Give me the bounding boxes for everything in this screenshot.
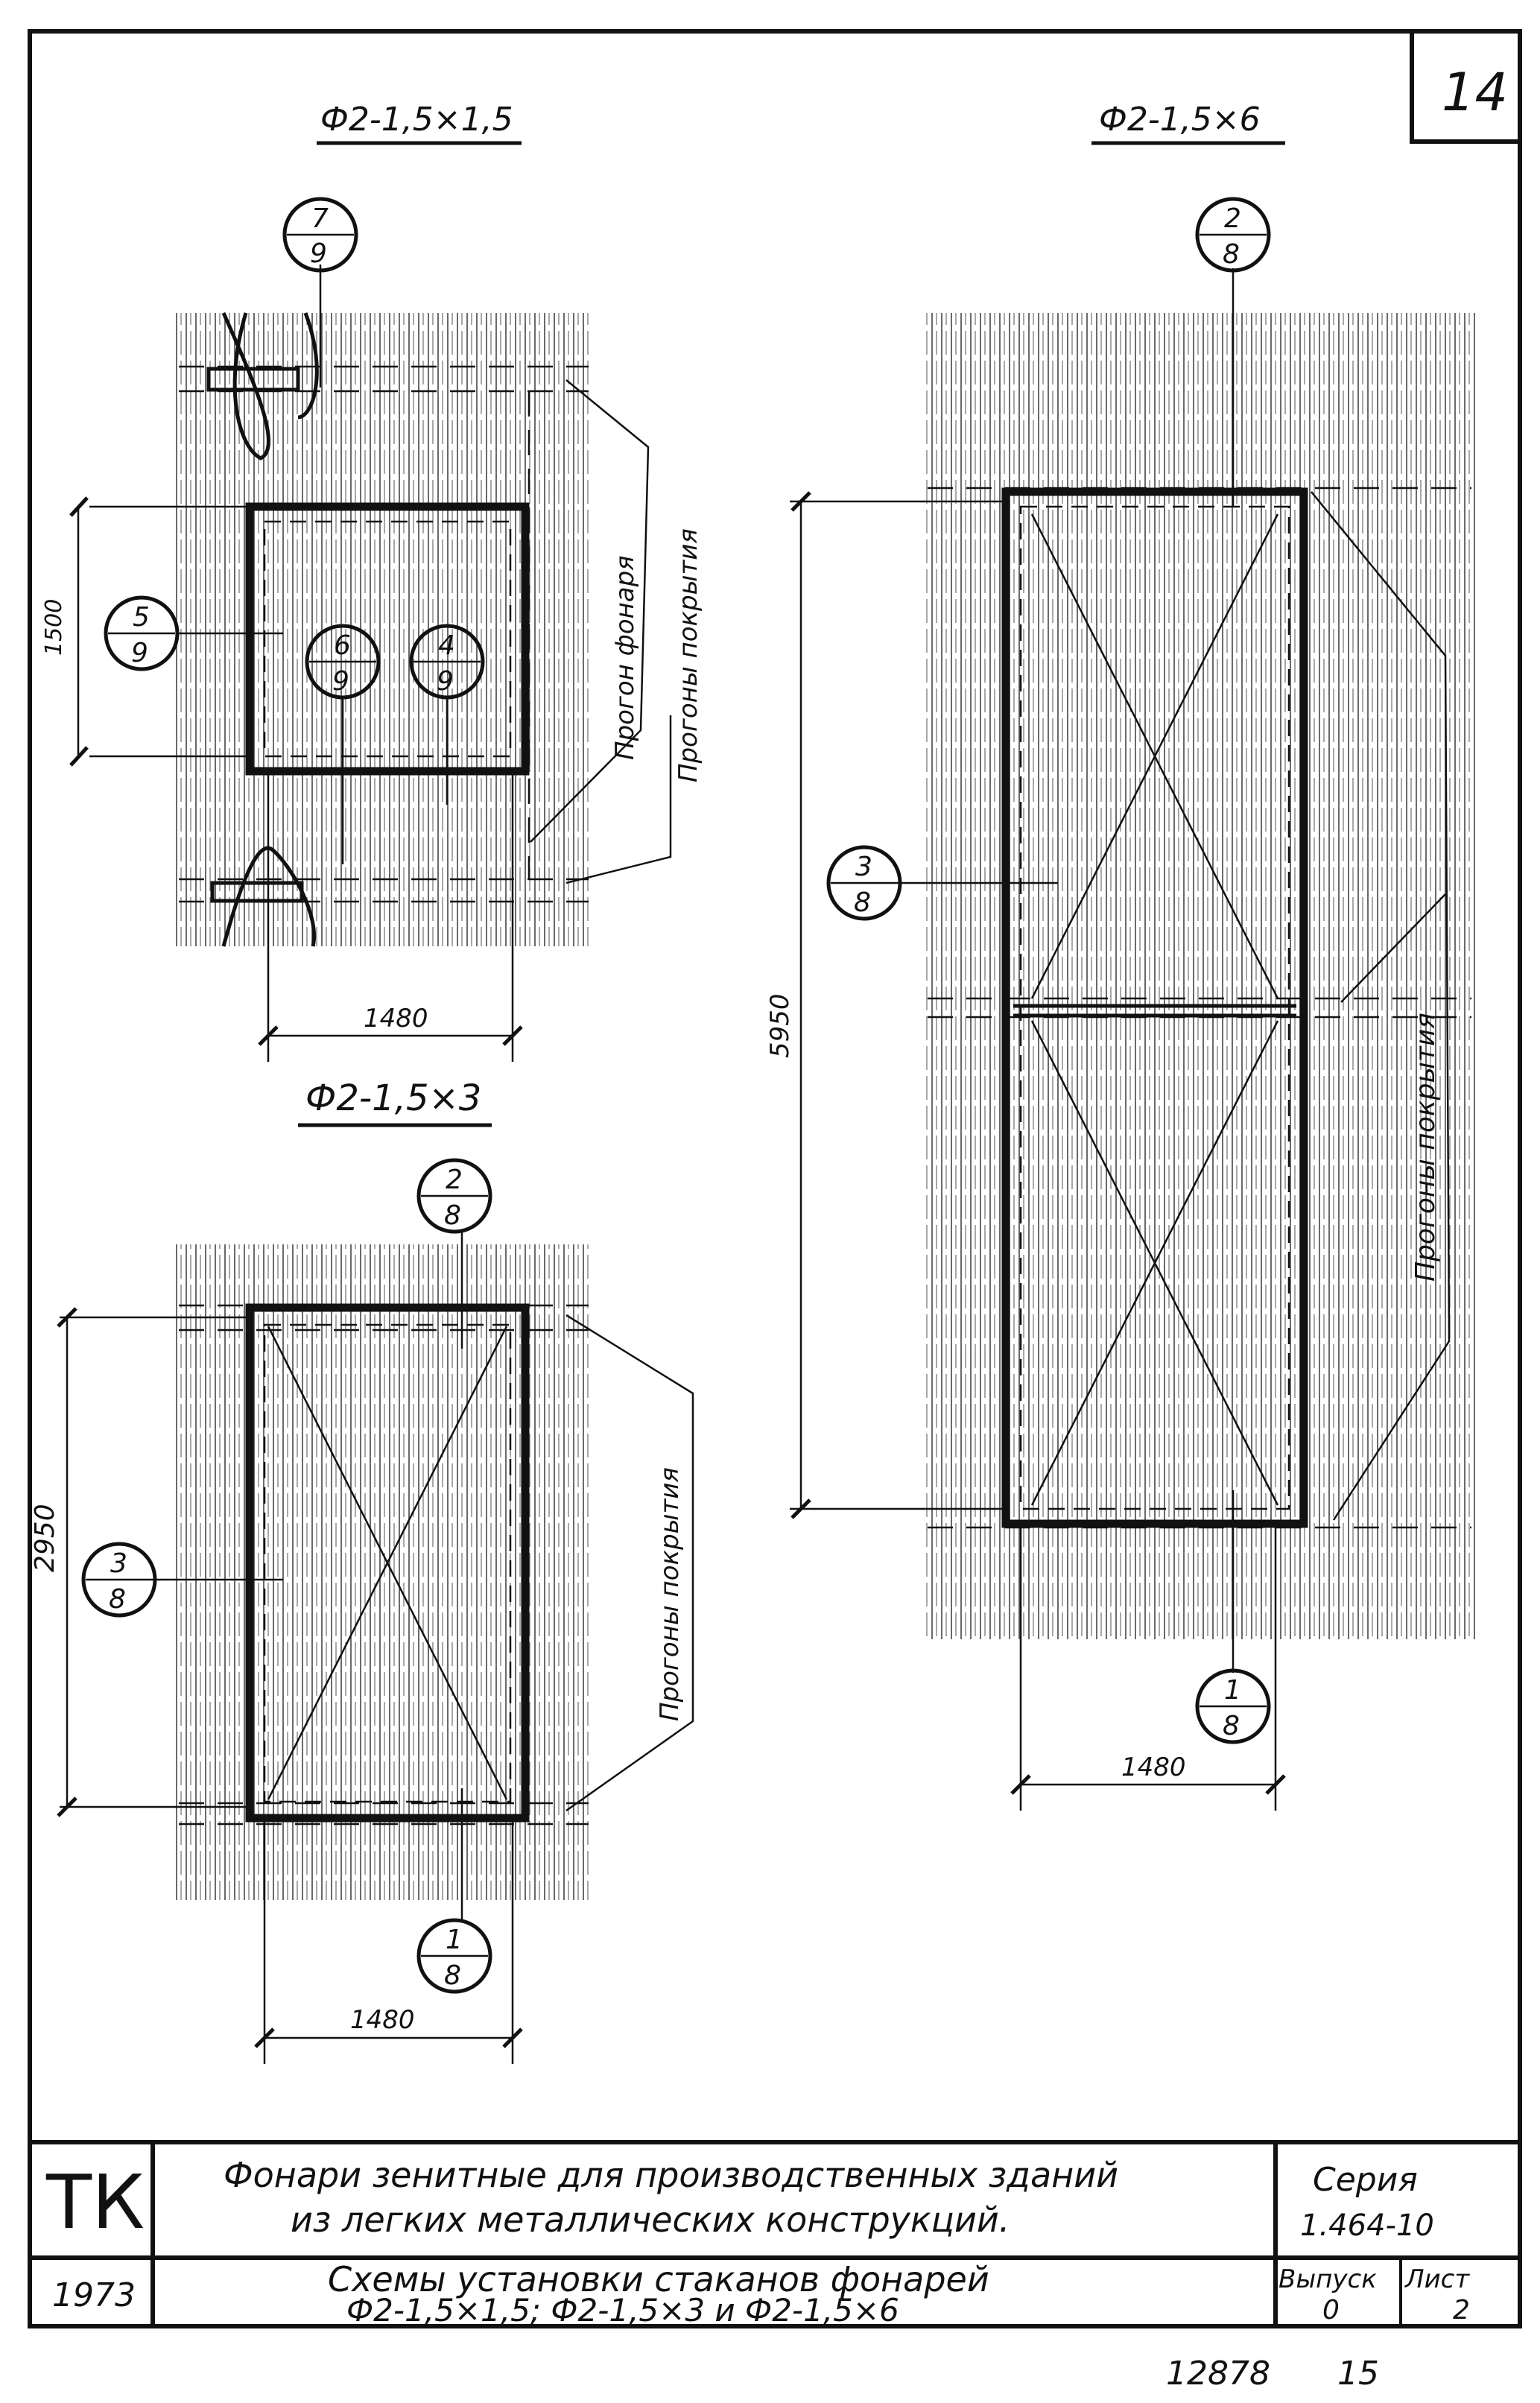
svg-text:8: 8 [444, 1960, 461, 1991]
fanar-purlin-label: Прогон фонаря [610, 555, 640, 760]
roof-deck-hatching [924, 313, 1475, 1639]
svg-text:9: 9 [437, 666, 454, 697]
org-code: ТК [45, 2159, 145, 2246]
section-marker-2-8 [416, 1158, 492, 1234]
skylight-frame [245, 502, 530, 776]
svg-text:9: 9 [310, 238, 327, 269]
skylight-frame [245, 1303, 530, 1823]
section-marker-5-9 [104, 595, 180, 671]
roof-purlins-label: Прогоны покрытия [1410, 1013, 1441, 1282]
section-marker-3-8 [81, 1542, 157, 1618]
issue-value: 0 [1322, 2295, 1340, 2326]
drawing-title: Ф2-1,5×1,5 [320, 101, 513, 139]
drawing-f2-1-5x3: Ф2-1,5×3 2950 1480 2 8 3 [30, 1077, 694, 2064]
sheet-number: 14 [1442, 62, 1508, 123]
roof-deck-hatching [173, 313, 590, 946]
section-marker-1-8 [416, 1918, 492, 1994]
title-block: ТК 1973 Фонари зенитные для производстве… [30, 2140, 1520, 2328]
footer-number: 12878 [1166, 2355, 1270, 2393]
skylight-frame [1001, 487, 1308, 1528]
drawing-f2-1-5x1-5: Ф2-1,5×1,5 1500 1480 [41, 101, 703, 1062]
svg-text:4: 4 [438, 630, 455, 661]
svg-text:5: 5 [133, 602, 150, 633]
roof-purlins-label: Прогоны покрытия [655, 1467, 685, 1721]
svg-text:8: 8 [1223, 239, 1240, 270]
description-line-1: Фонари зенитные для производственных зда… [224, 2155, 1118, 2195]
year: 1973 [52, 2276, 136, 2314]
roof-purlins-label: Прогоны покрытия [674, 528, 703, 782]
sheet-frame [28, 29, 1522, 2328]
drawing-title: Ф2-1,5×6 [1099, 101, 1261, 139]
drawing-title: Ф2-1,5×3 [305, 1077, 481, 1119]
section-marker-4-9 [409, 624, 485, 700]
subtitle-line-2: Ф2-1,5×1,5; Ф2-1,5×3 и Ф2-1,5×6 [346, 2292, 899, 2328]
subtitle-line-1: Схемы установки стаканов фонарей [328, 2259, 989, 2299]
section-marker-7-9 [282, 197, 358, 273]
width-dimension: 1480 [350, 2005, 415, 2035]
svg-text:2: 2 [1224, 203, 1241, 234]
svg-text:3: 3 [855, 852, 872, 882]
svg-text:3: 3 [110, 1548, 127, 1579]
svg-text:8: 8 [1223, 1711, 1240, 1741]
svg-text:8: 8 [109, 1584, 126, 1615]
svg-text:7: 7 [311, 203, 329, 234]
svg-text:2: 2 [446, 1165, 463, 1195]
svg-text:8: 8 [444, 1200, 461, 1231]
height-dimension: 5950 [765, 993, 795, 1058]
svg-text:8: 8 [854, 887, 871, 918]
series-label: Серия [1313, 2161, 1418, 2199]
roof-deck-hatching [173, 1244, 590, 1900]
width-dimension: 1480 [1121, 1753, 1186, 1782]
svg-text:9: 9 [131, 638, 148, 668]
drawing-f2-1-5x6: Ф2-1,5×6 5950 1480 2 8 [765, 101, 1475, 1811]
section-marker-6-9 [305, 624, 381, 700]
description-line-2: из легких металлических конструкций. [291, 2200, 1010, 2240]
svg-text:9: 9 [332, 666, 349, 697]
section-marker-3-8 [826, 845, 902, 921]
sheet-value: 2 [1453, 2295, 1470, 2326]
series-value: 1.464-10 [1300, 2209, 1434, 2243]
section-marker-1-8 [1195, 1668, 1271, 1744]
svg-text:1: 1 [446, 1925, 463, 1955]
section-marker-2-8 [1195, 197, 1271, 273]
footer-page: 15 [1337, 2355, 1379, 2393]
height-dimension: 1500 [41, 599, 67, 656]
height-dimension: 2950 [30, 1504, 60, 1572]
svg-text:6: 6 [334, 630, 351, 661]
svg-text:1: 1 [1224, 1675, 1241, 1706]
width-dimension: 1480 [364, 1004, 428, 1033]
issue-label: Выпуск [1278, 2264, 1377, 2294]
sheet-label: Лист [1404, 2264, 1470, 2294]
sheet-number-box: 14 [1410, 31, 1520, 144]
